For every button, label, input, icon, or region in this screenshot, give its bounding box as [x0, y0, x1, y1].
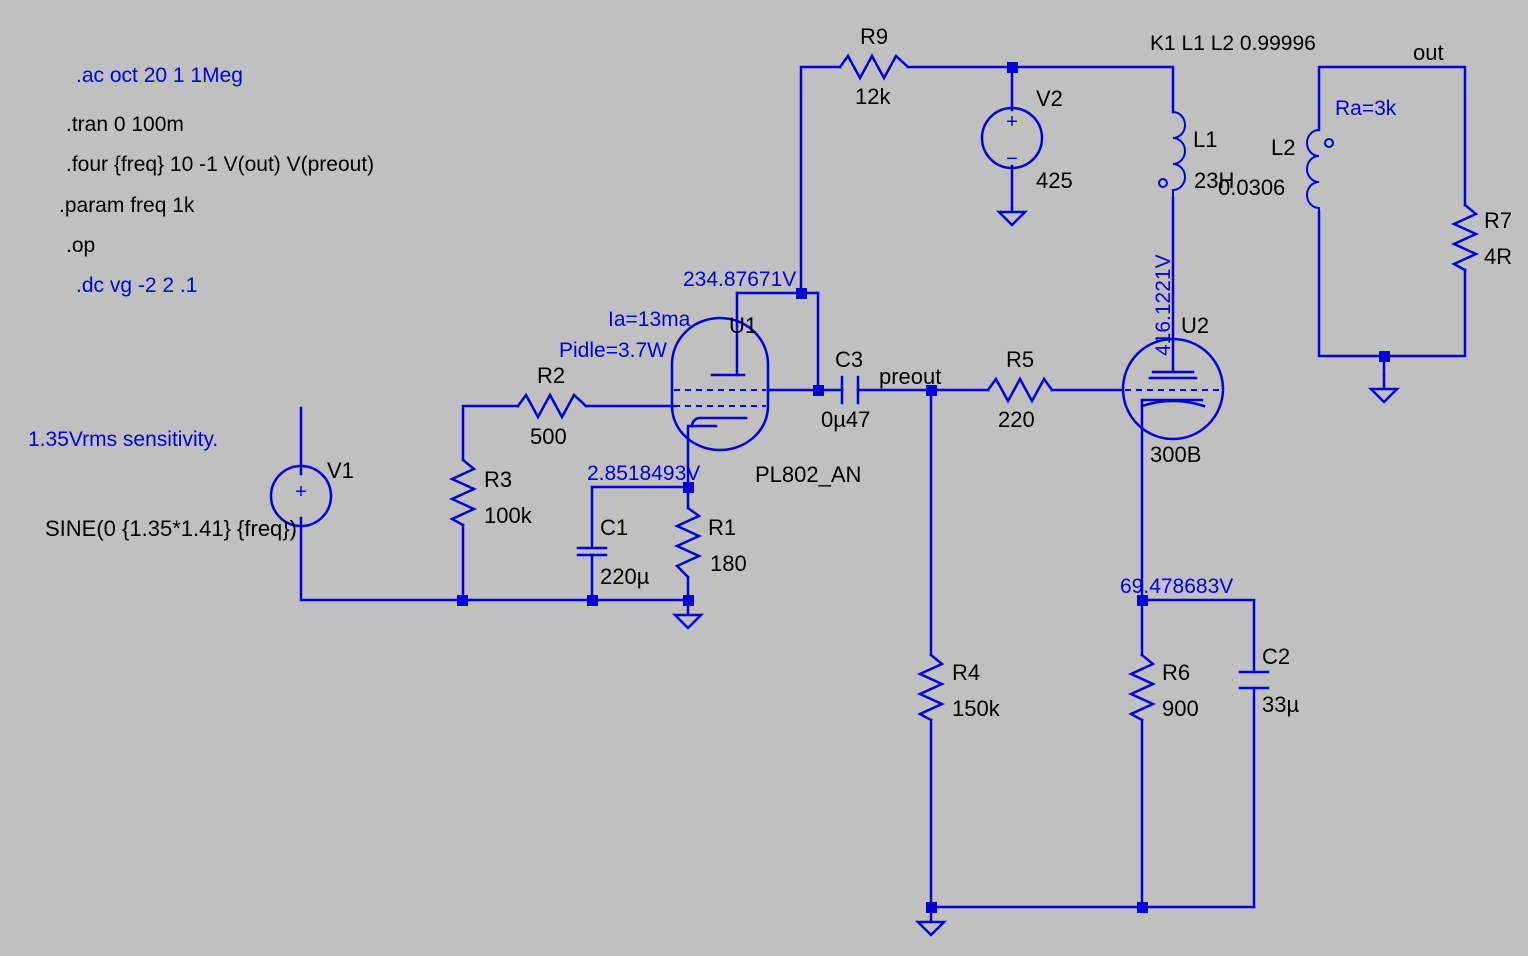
junction-dot	[1379, 351, 1390, 362]
ground-icon	[995, 206, 1029, 227]
v1-name[interactable]: V1	[327, 458, 354, 483]
junction-dot	[683, 482, 694, 493]
capacitor-c3-icon	[840, 375, 860, 405]
resistor-r6-icon	[1127, 653, 1157, 722]
ia-note: Ia=13ma	[608, 308, 691, 331]
l2-name[interactable]: L2	[1271, 135, 1295, 160]
junction-dot	[813, 385, 824, 396]
r4-name[interactable]: R4	[952, 660, 980, 685]
r9-value[interactable]: 12k	[855, 84, 891, 109]
u1-plate-voltage: 234.87671V	[683, 268, 796, 291]
r2-value[interactable]: 500	[530, 424, 567, 449]
u2-cathode-voltage: 69.478683V	[1120, 575, 1233, 598]
r7-name[interactable]: R7	[1484, 208, 1512, 233]
c2-name[interactable]: C2	[1262, 644, 1290, 669]
junction-dot	[926, 385, 937, 396]
r1-name[interactable]: R1	[708, 515, 736, 540]
ground-icon	[1367, 373, 1401, 404]
r3-value[interactable]: 100k	[484, 503, 533, 528]
u2-name[interactable]: U2	[1181, 313, 1209, 338]
c3-value[interactable]: 0µ47	[821, 407, 870, 432]
c1-value[interactable]: 220µ	[600, 564, 650, 589]
l1-value[interactable]: 23H	[1194, 168, 1234, 193]
v1-value[interactable]: SINE(0 {1.35*1.41} {freq})	[45, 516, 297, 541]
r6-name[interactable]: R6	[1162, 660, 1190, 685]
ground-icon	[671, 598, 705, 630]
r6-value[interactable]: 900	[1162, 696, 1199, 721]
sensitivity-note: 1.35Vrms sensitivity.	[28, 428, 218, 451]
l1-name[interactable]: L1	[1193, 127, 1217, 152]
op-directive[interactable]: .op	[66, 234, 95, 257]
junction-dot	[587, 595, 598, 606]
svg-text:+: +	[295, 481, 307, 503]
resistor-r9-icon	[838, 53, 910, 81]
u1-cathode-voltage: 2.8518493V	[587, 462, 700, 485]
r4-value[interactable]: 150k	[952, 696, 1001, 721]
c3-name[interactable]: C3	[835, 347, 863, 372]
c1-name[interactable]: C1	[600, 515, 628, 540]
v2-name[interactable]: V2	[1036, 86, 1063, 111]
voltage-source-v2-icon: + −	[980, 106, 1044, 170]
inductor-l2-icon	[1306, 129, 1334, 212]
tran-directive[interactable]: .tran 0 100m	[66, 113, 184, 136]
v2-value[interactable]: 425	[1036, 168, 1073, 193]
dc-directive[interactable]: .dc vg -2 2 .1	[76, 274, 197, 297]
ground-icon	[914, 905, 948, 937]
u2-plate-voltage: 416.1221V	[1152, 254, 1175, 356]
u1-value[interactable]: PL802_AN	[755, 462, 861, 487]
resistor-r7-icon	[1450, 203, 1480, 272]
capacitor-c2-icon	[1238, 670, 1270, 690]
resistor-r1-icon	[673, 506, 703, 579]
junction-dot	[457, 595, 468, 606]
r3-name[interactable]: R3	[484, 467, 512, 492]
capacitor-c1-icon	[576, 546, 608, 557]
ac-directive[interactable]: .ac oct 20 1 1Meg	[76, 64, 243, 87]
param-directive[interactable]: .param freq 1k	[59, 194, 195, 217]
junction-dot	[1007, 62, 1018, 73]
u2-value[interactable]: 300B	[1150, 442, 1201, 467]
vacuum-tube-u1-icon	[670, 316, 770, 452]
l2-value[interactable]: 0.0306	[1218, 175, 1285, 200]
r5-name[interactable]: R5	[1006, 347, 1034, 372]
r2-name[interactable]: R2	[537, 363, 565, 388]
ra-note: Ra=3k	[1335, 97, 1397, 120]
c2-value[interactable]: 33µ	[1262, 692, 1299, 717]
preout-net-label[interactable]: preout	[879, 364, 941, 389]
resistor-r4-icon	[916, 653, 946, 722]
svg-text:+: +	[1006, 111, 1018, 133]
pidle-note: Pidle=3.7W	[559, 339, 667, 362]
junction-dot	[796, 288, 807, 299]
u1-name[interactable]: U1	[729, 313, 757, 338]
resistor-r2-icon	[516, 392, 588, 420]
resistor-r3-icon	[448, 458, 478, 527]
voltage-source-v1-icon: +	[269, 464, 333, 528]
vacuum-tube-u2-icon	[1121, 337, 1225, 441]
wires	[299, 65, 1467, 909]
four-directive[interactable]: .four {freq} 10 -1 V(out) V(preout)	[66, 153, 374, 176]
coupling-directive[interactable]: K1 L1 L2 0.99996	[1150, 32, 1316, 55]
out-net-label[interactable]: out	[1413, 40, 1444, 65]
r1-value[interactable]: 180	[710, 551, 747, 576]
junction-dot	[1137, 595, 1148, 606]
r7-value[interactable]: 4R	[1484, 244, 1512, 269]
r5-value[interactable]: 220	[998, 407, 1035, 432]
inductor-l1-icon	[1158, 111, 1186, 198]
resistor-r5-icon	[986, 376, 1054, 404]
svg-text:−: −	[1006, 148, 1018, 170]
r9-name[interactable]: R9	[860, 24, 888, 49]
junction-dot	[1137, 902, 1148, 913]
